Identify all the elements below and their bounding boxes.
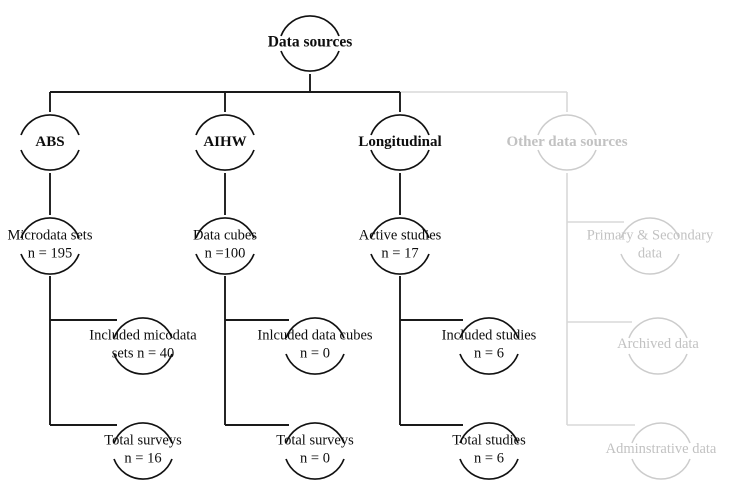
node-administrative-data-label: Adminstrative data: [605, 441, 717, 458]
node-longitudinal-label: Longitudinal: [358, 133, 442, 150]
node-arcs-active-studies: [370, 217, 430, 275]
node-longitudinal[interactable]: Longitudinal: [358, 133, 441, 151]
node-included-studies-title: Included studies: [441, 327, 537, 344]
node-total-surveys-abs-count: n = 16: [124, 450, 162, 466]
node-data-cubes-title: Data cubes: [192, 227, 258, 244]
node-other-data-sources-label: Other data sources: [506, 133, 628, 150]
node-included-microdata-sets-title: Included micodata: [89, 327, 197, 344]
node-arcs-data-cubes: [195, 217, 255, 275]
node-administrative-data[interactable]: Adminstrative data: [606, 441, 717, 459]
node-primary-secondary-data-subtitle: data: [637, 245, 663, 261]
node-root-label: Data sources: [267, 33, 353, 51]
node-arcs-included-data-cubes: [285, 317, 345, 375]
node-arcs-included-microdata-sets: [113, 317, 173, 375]
node-primary-secondary-data[interactable]: Primary & Secondary data: [587, 227, 713, 262]
node-data-cubes-count: n =100: [204, 245, 246, 261]
node-abs[interactable]: ABS: [35, 133, 64, 151]
node-arcs-primary-secondary-data: [620, 217, 680, 275]
node-arcs-aihw: [195, 114, 255, 171]
node-total-surveys-aihw-title: Total surveys: [276, 432, 354, 449]
node-arcs-longitudinal: [370, 114, 430, 171]
node-arcs-total-studies: [459, 422, 519, 480]
node-included-studies-count: n = 6: [474, 345, 504, 361]
node-arcs-abs: [20, 114, 80, 171]
node-primary-secondary-data-title: Primary & Secondary: [586, 227, 714, 244]
node-total-surveys-abs-title: Total surveys: [104, 432, 182, 449]
node-total-studies-title: Total studies: [452, 432, 526, 449]
node-total-surveys-aihw[interactable]: Total surveys n = 0: [276, 432, 354, 467]
node-arcs-included-studies: [459, 317, 519, 375]
node-included-microdata-sets[interactable]: Included micodata sets n = 40: [89, 327, 197, 362]
node-arcs-total-surveys-aihw: [285, 422, 345, 480]
node-archived-data[interactable]: Archived data: [617, 336, 699, 354]
node-included-microdata-sets-count: sets n = 40: [111, 345, 175, 361]
node-aihw[interactable]: AIHW: [203, 133, 246, 151]
node-included-data-cubes-title: Inlcuded data cubes: [257, 327, 373, 344]
node-active-studies-title: Active studies: [358, 227, 442, 244]
node-active-studies-count: n = 17: [381, 245, 419, 261]
node-microdata-sets[interactable]: Microdata sets n = 195: [8, 227, 93, 262]
node-total-surveys-abs[interactable]: Total surveys n = 16: [104, 432, 182, 467]
node-other-data-sources[interactable]: Other data sources: [506, 133, 627, 151]
node-total-studies-count: n = 6: [474, 450, 504, 466]
node-included-data-cubes[interactable]: Inlcuded data cubes n = 0: [257, 327, 372, 362]
node-included-studies[interactable]: Included studies n = 6: [442, 327, 537, 362]
node-arcs-other-data-sources: [537, 114, 597, 171]
node-included-data-cubes-count: n = 0: [300, 345, 330, 361]
node-arcs-microdata-sets: [20, 217, 80, 275]
node-total-studies[interactable]: Total studies n = 6: [452, 432, 526, 467]
node-total-surveys-aihw-count: n = 0: [300, 450, 330, 466]
node-abs-label: ABS: [35, 133, 65, 150]
node-arcs-administrative-data: [631, 422, 691, 480]
node-microdata-sets-title: Microdata sets: [7, 227, 93, 244]
node-microdata-sets-count: n = 195: [27, 245, 73, 261]
node-data-cubes[interactable]: Data cubes n =100: [193, 227, 257, 262]
node-archived-data-label: Archived data: [617, 336, 699, 353]
node-arcs-root: [280, 15, 340, 72]
node-aihw-label: AIHW: [203, 133, 247, 150]
node-arcs-archived-data: [628, 317, 688, 375]
node-arcs-total-surveys-abs: [113, 422, 173, 480]
node-root[interactable]: Data sources: [268, 34, 353, 53]
node-active-studies[interactable]: Active studies n = 17: [359, 227, 442, 262]
